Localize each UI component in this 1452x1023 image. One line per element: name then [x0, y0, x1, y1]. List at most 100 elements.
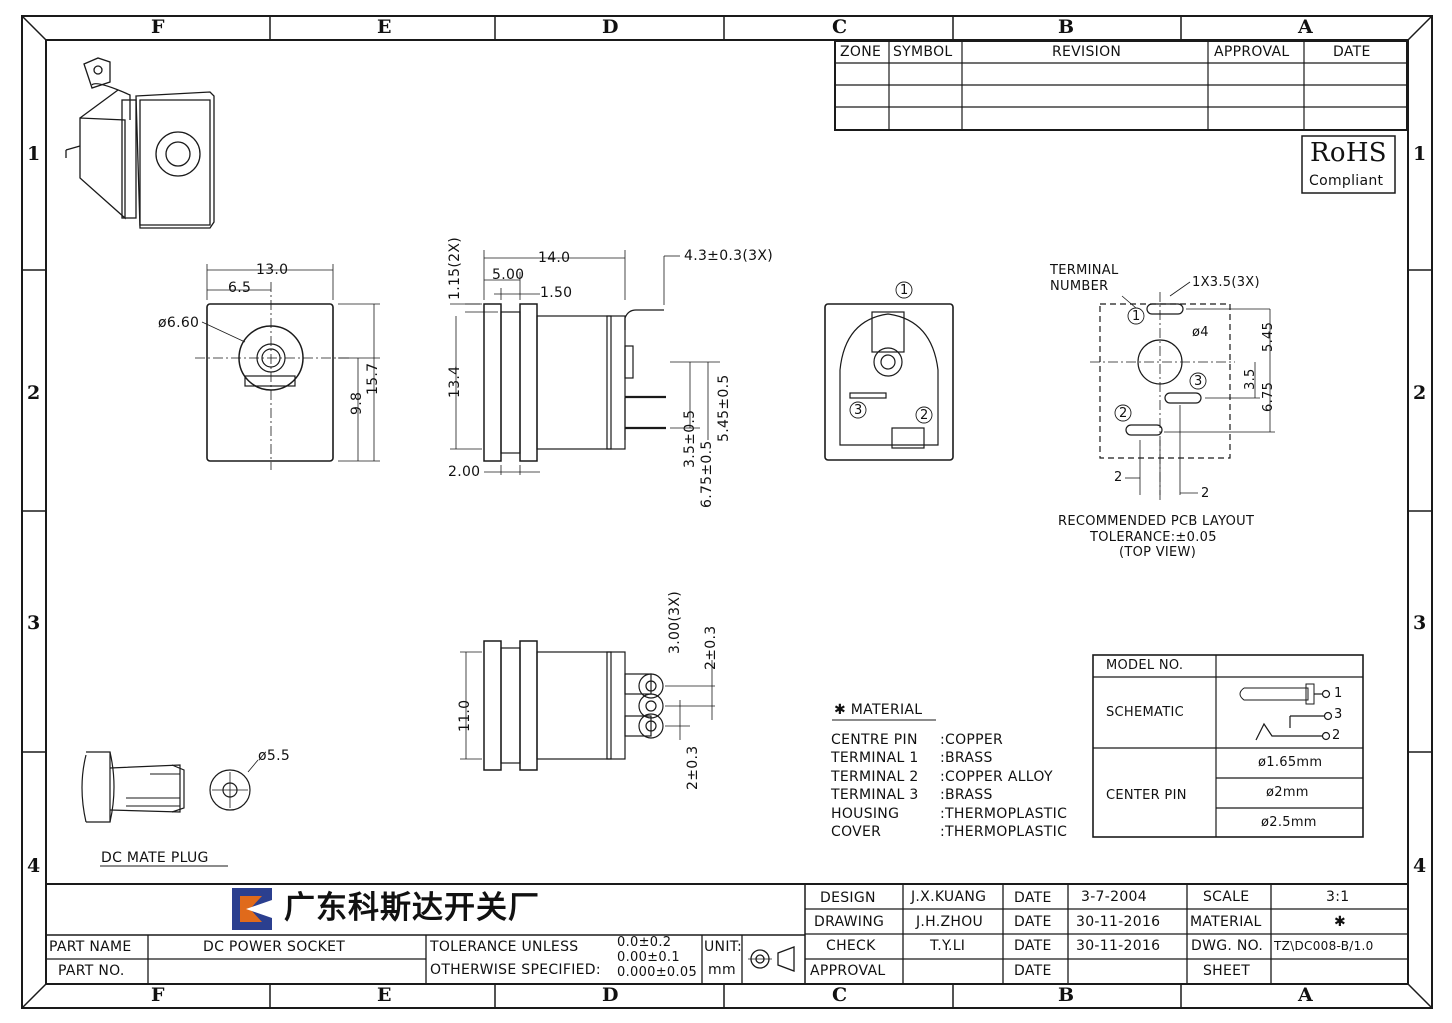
zone-col-d-bottom: D	[602, 984, 619, 1006]
rohs-subtitle: Compliant	[1309, 173, 1384, 189]
material-value-5: :THERMOPLASTIC	[940, 824, 1068, 840]
drawing-date: 30-11-2016	[1076, 914, 1161, 930]
dim-front-width: 13.0	[256, 262, 289, 278]
dim-pcb-phi4: ø4	[1192, 325, 1209, 340]
drawing-date-label: DATE	[1014, 914, 1052, 930]
inner-border	[45, 39, 1409, 985]
schematic-label: SCHEMATIC	[1106, 705, 1184, 720]
bottom-view	[460, 640, 715, 771]
dim-side-5: 5.00	[492, 267, 525, 283]
dim-side-3-5: 3.5±0.5	[682, 409, 698, 468]
dim-front-half: 6.5	[228, 280, 252, 296]
tolerance-line-2: OTHERWISE SPECIFIED:	[430, 962, 601, 978]
material-value-0: :COPPER	[940, 732, 1004, 748]
unit-value: mm	[708, 962, 736, 978]
material-heading: ✱ MATERIAL	[834, 702, 923, 718]
zone-row-4-right: 4	[1413, 855, 1427, 877]
pcb-terminal-label: TERMINAL	[1050, 263, 1119, 278]
rear-pin-2: 2	[920, 408, 929, 423]
dim-pcb-6-75: 6.75	[1261, 381, 1276, 412]
title-block-grid	[46, 883, 1408, 984]
rear-view	[824, 281, 954, 461]
company-name: 广东科斯达开关厂	[284, 890, 540, 926]
rev-header-zone: ZONE	[840, 44, 882, 60]
check-label: CHECK	[826, 938, 876, 954]
mate-plug	[81, 751, 259, 867]
material-value: ✱	[1334, 914, 1347, 930]
material-value-4: :THERMOPLASTIC	[940, 806, 1068, 822]
sheet-label: SHEET	[1203, 963, 1251, 979]
schematic-pin-3: 3	[1334, 707, 1343, 722]
front-view	[195, 264, 380, 470]
check-date: 30-11-2016	[1076, 938, 1161, 954]
material-part-0: CENTRE PIN	[831, 732, 918, 748]
dim-bot-3-00: 3.00(3X)	[667, 591, 683, 654]
pcb-title: RECOMMENDED PCB LAYOUT	[1058, 514, 1255, 529]
tolerance-a: 0.0±0.2	[617, 935, 672, 950]
material-value-1: :BRASS	[940, 750, 993, 766]
check-date-label: DATE	[1014, 938, 1052, 954]
dim-side-2-00: 2.00	[448, 464, 481, 480]
zone-row-3-right: 3	[1413, 612, 1427, 634]
dim-pcb-5-45: 5.45	[1261, 321, 1276, 352]
part-name-label: PART NAME	[49, 939, 132, 955]
material-label: MATERIAL	[1190, 914, 1262, 930]
zone-col-b-bottom: B	[1058, 984, 1075, 1006]
pcb-number-label: NUMBER	[1050, 279, 1109, 294]
pcb-pin-2: 2	[1119, 406, 1128, 421]
dwg-no-value: TZ\DC008-B/1.0	[1274, 939, 1374, 953]
dim-side-5-45: 5.45±0.5	[716, 374, 732, 442]
scale-label: SCALE	[1203, 889, 1250, 905]
zone-row-2-right: 2	[1413, 382, 1427, 404]
design-by: J.X.KUANG	[911, 889, 987, 905]
rohs-box	[1301, 135, 1396, 194]
design-label: DESIGN	[820, 890, 876, 906]
zone-col-a-bottom: A	[1298, 984, 1314, 1006]
rev-header-revision: REVISION	[1052, 44, 1122, 60]
zone-col-e: E	[377, 16, 392, 38]
side-view	[450, 250, 720, 475]
zone-col-e-bottom: E	[377, 984, 392, 1006]
tolerance-c: 0.000±0.05	[617, 965, 698, 980]
pcb-pin-3: 3	[1194, 374, 1203, 389]
pcb-pin-1: 1	[1132, 309, 1141, 324]
rev-header-date: DATE	[1333, 44, 1371, 60]
dim-bot-11-0: 11.0	[457, 699, 473, 732]
schematic-pin-2: 2	[1332, 728, 1341, 743]
company-logo	[232, 888, 272, 930]
check-by: T.Y.LI	[930, 938, 966, 954]
zone-col-f-bottom: F	[151, 984, 165, 1006]
part-no-label: PART NO.	[58, 963, 125, 979]
material-value-3: :BRASS	[940, 787, 993, 803]
center-pin-label: CENTER PIN	[1106, 788, 1187, 803]
part-name-value: DC POWER SOCKET	[203, 939, 346, 955]
zone-row-4: 4	[27, 855, 41, 877]
approval-label: APPROVAL	[810, 963, 886, 979]
dim-pcb-2a: 2	[1114, 470, 1123, 485]
dim-pcb-3-5: 3.5	[1243, 368, 1258, 390]
iso-view	[65, 57, 215, 229]
zone-row-1-right: 1	[1413, 143, 1427, 165]
rev-header-approval: APPROVAL	[1214, 44, 1290, 60]
zone-col-c: C	[832, 16, 848, 38]
zone-col-a: A	[1298, 16, 1314, 38]
material-value-2: :COPPER ALLOY	[940, 769, 1053, 785]
revision-table-grid	[834, 40, 1408, 131]
schematic-pin-1: 1	[1334, 686, 1343, 701]
dim-side-13-4: 13.4	[447, 365, 463, 398]
material-part-3: TERMINAL 3	[831, 787, 919, 803]
dim-pcb-slot: 1X3.5(3X)	[1192, 275, 1260, 290]
dim-side-top: 1.15(2X)	[447, 237, 463, 300]
design-date-label: DATE	[1014, 890, 1052, 906]
material-part-5: COVER	[831, 824, 882, 840]
material-part-2: TERMINAL 2	[831, 769, 919, 785]
zone-row-3: 3	[27, 612, 41, 634]
drawing-by: J.H.ZHOU	[916, 914, 984, 930]
rohs-title: RoHS	[1310, 138, 1387, 168]
zone-col-b: B	[1058, 16, 1075, 38]
pin-size-1-65: ø1.65mm	[1258, 755, 1323, 770]
pcb-layout	[1090, 281, 1275, 500]
pin-size-2: ø2mm	[1266, 785, 1309, 800]
zone-col-c-bottom: C	[832, 984, 848, 1006]
material-part-4: HOUSING	[831, 806, 900, 822]
